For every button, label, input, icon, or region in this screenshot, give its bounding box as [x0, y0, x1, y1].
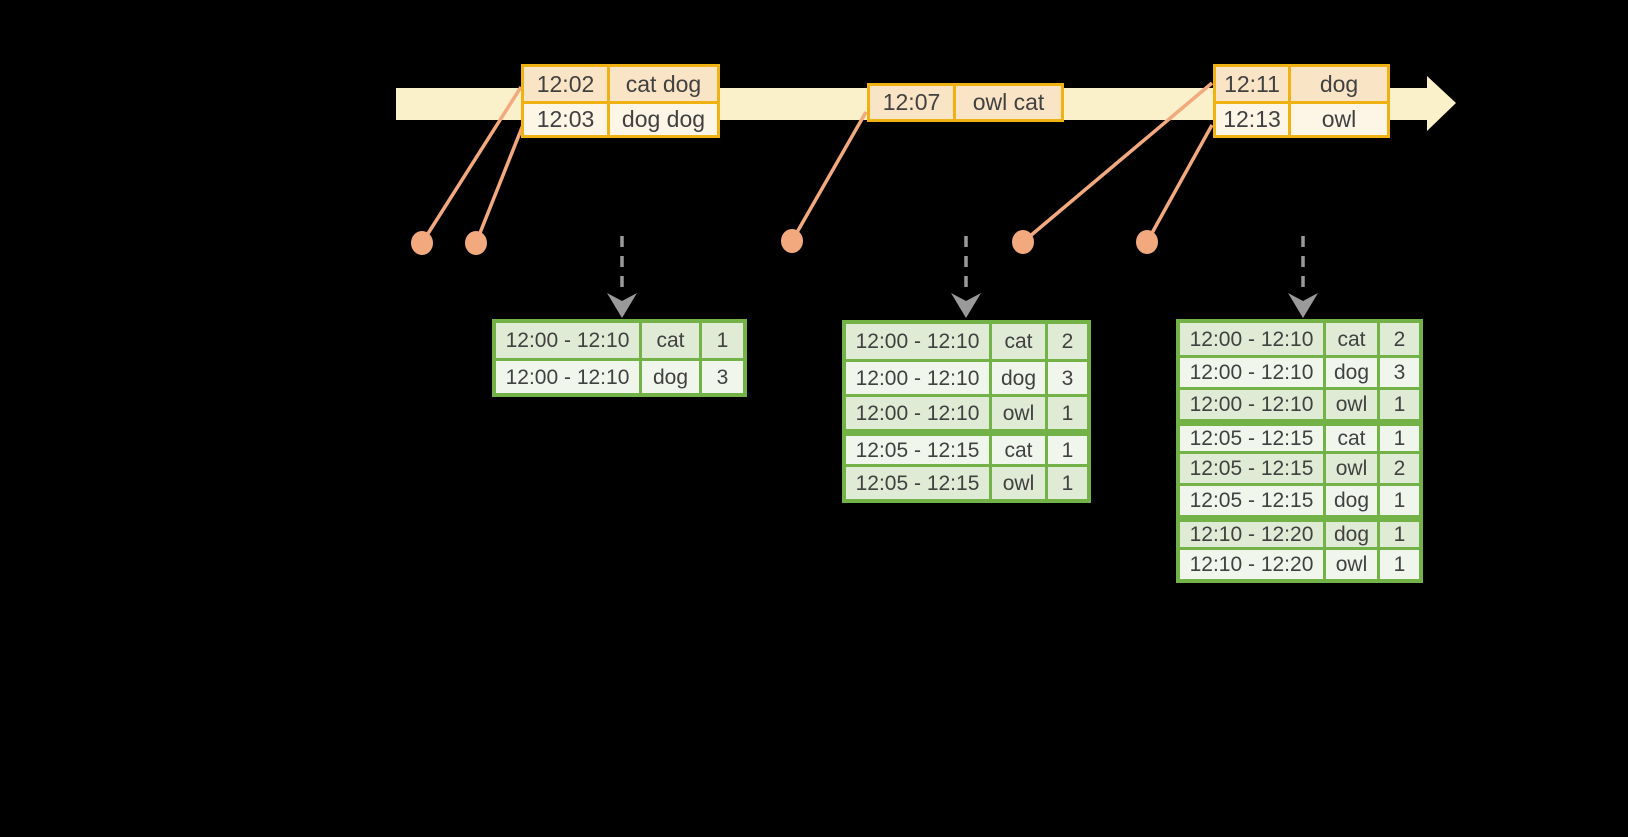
event-time: 12:07	[870, 86, 953, 119]
result-word: owl	[1323, 390, 1377, 419]
event-time: 12:13	[1216, 104, 1288, 135]
result-row: 12:10 - 12:20 owl 1	[1180, 547, 1419, 579]
result-window: 12:10 - 12:20	[1180, 550, 1323, 579]
result-count: 2	[1377, 323, 1419, 355]
result-word: owl	[989, 397, 1045, 429]
result-row: 12:10 - 12:20 dog 1	[1180, 515, 1419, 547]
event-time: 12:03	[524, 104, 607, 135]
event-row: 12:02 cat dog	[524, 67, 717, 101]
event-words: dog	[1288, 67, 1387, 101]
result-word: dog	[639, 361, 699, 393]
result-count: 3	[1045, 362, 1087, 394]
result-window: 12:00 - 12:10	[1180, 390, 1323, 419]
result-count: 1	[1045, 436, 1087, 464]
result-window: 12:05 - 12:15	[1180, 426, 1323, 451]
result-row: 12:05 - 12:15 owl 2	[1180, 451, 1419, 483]
result-row: 12:00 - 12:10 dog 3	[846, 359, 1087, 394]
trigger-arrowhead-icon	[951, 293, 981, 318]
result-table-3: 12:00 - 12:10 cat 2 12:00 - 12:10 dog 3 …	[1176, 319, 1423, 583]
result-count: 2	[1045, 324, 1087, 359]
event-dot	[1136, 230, 1158, 254]
event-dot	[781, 229, 803, 253]
event-table-2: 12:07 owl cat	[867, 83, 1064, 122]
event-connector-line	[790, 111, 868, 242]
event-words: owl cat	[953, 86, 1061, 119]
result-table-1: 12:00 - 12:10 cat 1 12:00 - 12:10 dog 3	[492, 319, 747, 397]
result-count: 2	[1377, 454, 1419, 483]
result-count: 1	[1377, 522, 1419, 547]
result-row: 12:00 - 12:10 cat 1	[496, 323, 743, 358]
result-count: 3	[699, 361, 743, 393]
event-words: cat dog	[607, 67, 717, 101]
axis-arrowhead-icon	[1427, 76, 1456, 131]
result-row: 12:05 - 12:15 owl 1	[846, 464, 1087, 499]
result-table-2: 12:00 - 12:10 cat 2 12:00 - 12:10 dog 3 …	[842, 320, 1091, 503]
result-word: owl	[1323, 550, 1377, 579]
event-connector-line	[1145, 124, 1214, 243]
result-row: 12:00 - 12:10 cat 2	[846, 324, 1087, 359]
result-window: 12:00 - 12:10	[1180, 358, 1323, 387]
result-row: 12:00 - 12:10 dog 3	[1180, 355, 1419, 387]
result-row: 12:05 - 12:15 dog 1	[1180, 483, 1419, 515]
result-window: 12:10 - 12:20	[1180, 522, 1323, 547]
result-window: 12:05 - 12:15	[846, 467, 989, 499]
trigger-arrowhead-icon	[1288, 293, 1318, 318]
result-row: 12:05 - 12:15 cat 1	[1180, 419, 1419, 451]
result-word: cat	[989, 324, 1045, 359]
result-count: 3	[1377, 358, 1419, 387]
event-row: 12:13 owl	[1216, 101, 1387, 135]
result-window: 12:00 - 12:10	[846, 397, 989, 429]
event-words: dog dog	[607, 104, 717, 135]
event-table-3: 12:11 dog 12:13 owl	[1213, 64, 1390, 138]
result-count: 1	[1377, 550, 1419, 579]
result-word: owl	[989, 467, 1045, 499]
result-word: dog	[1323, 486, 1377, 515]
result-window: 12:05 - 12:15	[1180, 486, 1323, 515]
result-row: 12:00 - 12:10 cat 2	[1180, 323, 1419, 355]
result-word: dog	[1323, 358, 1377, 387]
result-word: dog	[1323, 522, 1377, 547]
event-table-1: 12:02 cat dog 12:03 dog dog	[521, 64, 720, 138]
event-dot	[1012, 230, 1034, 254]
result-count: 1	[1377, 426, 1419, 451]
result-window: 12:05 - 12:15	[1180, 454, 1323, 483]
result-row: 12:00 - 12:10 owl 1	[1180, 387, 1419, 419]
result-window: 12:00 - 12:10	[846, 362, 989, 394]
result-window: 12:00 - 12:10	[1180, 323, 1323, 355]
result-word: owl	[1323, 454, 1377, 483]
event-dot	[411, 231, 433, 255]
result-window: 12:00 - 12:10	[496, 361, 639, 393]
result-window: 12:05 - 12:15	[846, 436, 989, 464]
result-count: 1	[1377, 486, 1419, 515]
trigger-arrowhead-icon	[607, 293, 637, 318]
result-row: 12:00 - 12:10 dog 3	[496, 358, 743, 393]
event-connector-line	[474, 124, 525, 244]
result-count: 1	[1045, 397, 1087, 429]
result-row: 12:00 - 12:10 owl 1	[846, 394, 1087, 429]
event-row: 12:07 owl cat	[870, 86, 1061, 119]
result-count: 1	[1377, 390, 1419, 419]
result-count: 1	[699, 323, 743, 358]
event-row: 12:03 dog dog	[524, 101, 717, 135]
event-time: 12:02	[524, 67, 607, 101]
result-row: 12:05 - 12:15 cat 1	[846, 429, 1087, 464]
event-dot	[465, 231, 487, 255]
event-row: 12:11 dog	[1216, 67, 1387, 101]
result-word: cat	[1323, 323, 1377, 355]
result-word: cat	[1323, 426, 1377, 451]
event-words: owl	[1288, 104, 1387, 135]
result-window: 12:00 - 12:10	[846, 324, 989, 359]
result-word: cat	[989, 436, 1045, 464]
result-window: 12:00 - 12:10	[496, 323, 639, 358]
result-word: cat	[639, 323, 699, 358]
event-time: 12:11	[1216, 67, 1288, 101]
result-count: 1	[1045, 467, 1087, 499]
result-word: dog	[989, 362, 1045, 394]
